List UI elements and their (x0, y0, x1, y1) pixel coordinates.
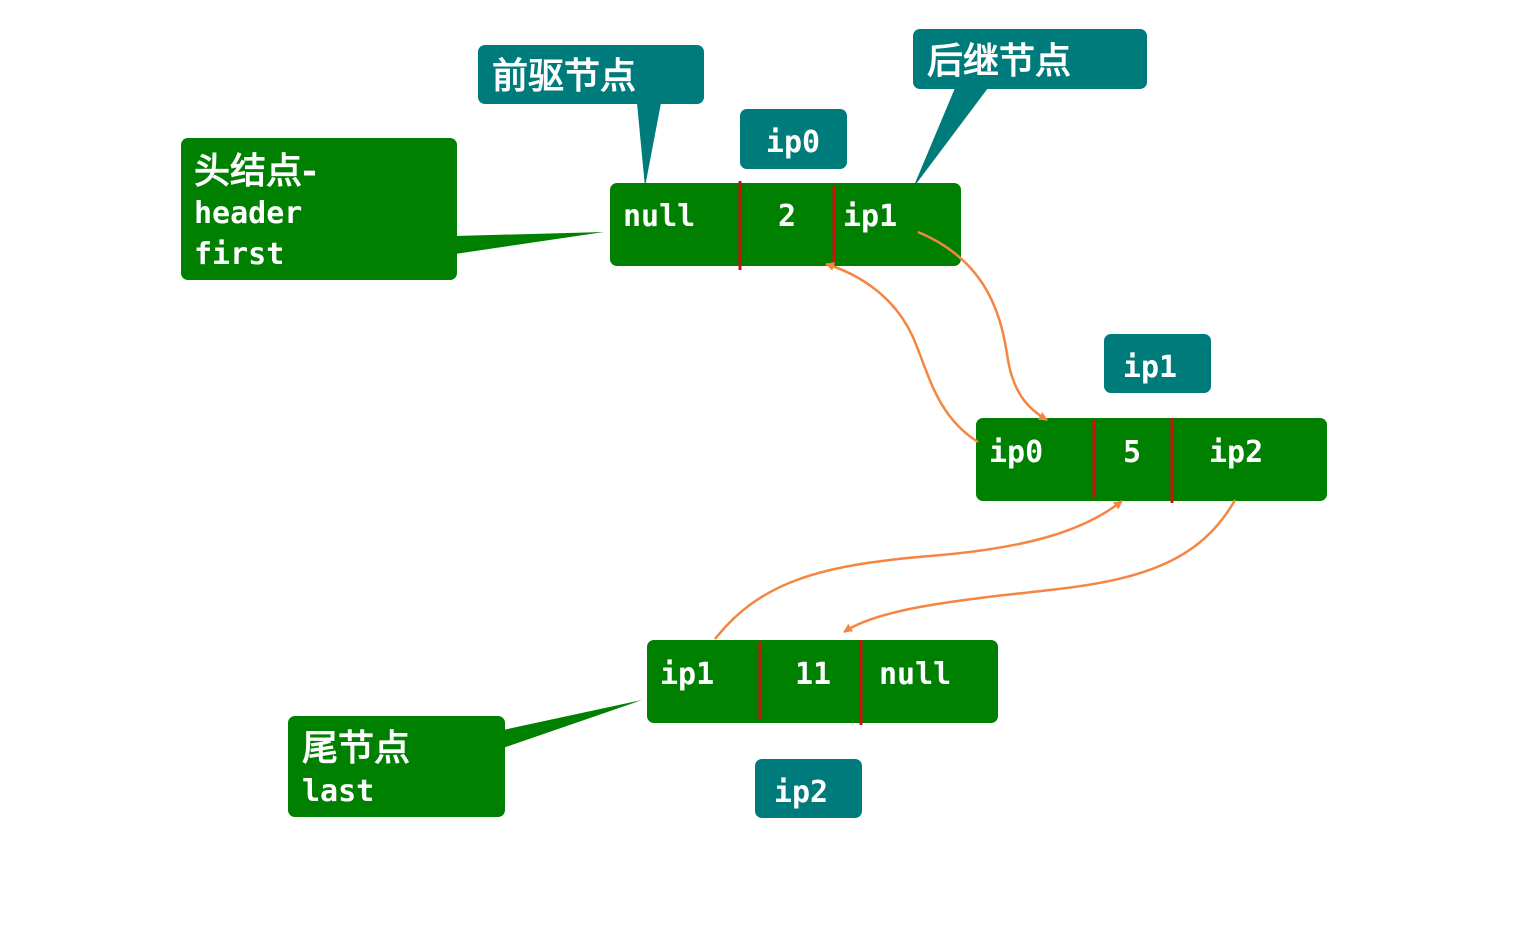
node-address-label: ip1 (1123, 350, 1177, 385)
node-next-field: ip2 (1209, 435, 1263, 470)
prev-link-arrow (825, 262, 979, 444)
head-callout: 头结点- header first (181, 138, 604, 280)
tail-box (288, 716, 505, 817)
node-next-field: ip1 (843, 199, 897, 234)
node-next-field: null (879, 657, 951, 692)
successor-label: 后继节点 (927, 40, 1071, 82)
node-address-label: ip2 (774, 775, 828, 810)
head-label-line2: header (194, 196, 302, 231)
successor-pointer (913, 88, 988, 188)
node-address-box (740, 109, 847, 169)
tail-pointer (503, 700, 642, 748)
successor-box (913, 29, 1147, 89)
node-prev-field: ip1 (660, 657, 714, 692)
head-label-line1: 头结点- (194, 150, 317, 192)
node-value-field: 2 (778, 199, 796, 234)
node-value-field: 5 (1123, 435, 1141, 470)
head-label-line3: first (194, 237, 284, 272)
node-address-label: ip0 (766, 125, 820, 160)
successor-callout: 后继节点 (913, 29, 1147, 188)
node-address-box (755, 759, 862, 818)
head-pointer (455, 232, 604, 254)
predecessor-box (478, 45, 704, 104)
tail-label-line1: 尾节点 (302, 727, 410, 769)
node-prev-field: ip0 (989, 435, 1043, 470)
head-box (181, 138, 457, 280)
node-box (976, 418, 1327, 501)
tail-label-line2: last (302, 774, 374, 809)
next-link-arrow (917, 230, 1048, 422)
node-value-field: 11 (795, 657, 831, 692)
predecessor-label: 前驱节点 (492, 55, 636, 97)
prev-link-arrow (714, 500, 1123, 640)
predecessor-pointer (637, 103, 661, 187)
list-node: ip0 null 2 ip1 (610, 109, 961, 270)
node-box (647, 640, 998, 723)
node-address-box (1104, 334, 1211, 393)
list-node: ip1 ip0 5 ip2 (976, 334, 1327, 503)
list-node: ip1 11 null ip2 (647, 640, 998, 818)
predecessor-callout: 前驱节点 (478, 45, 704, 187)
tail-callout: 尾节点 last (288, 700, 642, 817)
next-link-arrow (843, 499, 1237, 634)
node-box (610, 183, 961, 266)
node-prev-field: null (623, 199, 695, 234)
